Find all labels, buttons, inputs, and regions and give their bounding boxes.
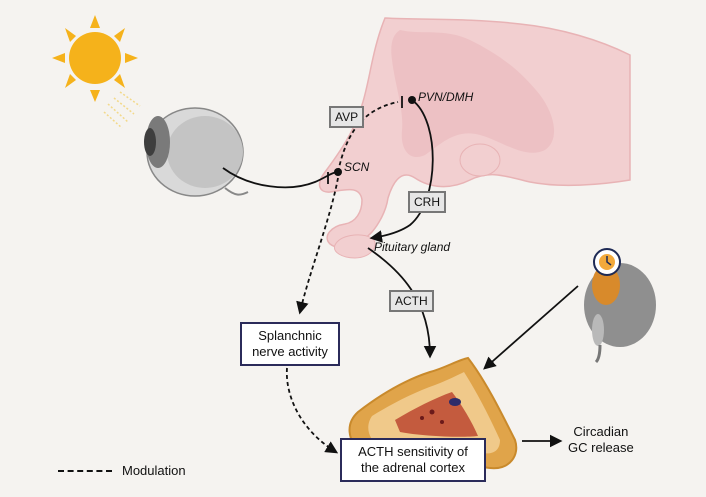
mouse-adrenal-line (483, 285, 579, 370)
scn-node (334, 168, 342, 176)
adrenal-sensitivity-box: ACTH sensitivity of the adrenal cortex (340, 438, 486, 482)
circadian-output-label: Circadian GC release (568, 424, 634, 456)
pvn-node (408, 96, 416, 104)
pituitary-label: Pituitary gland (374, 240, 451, 254)
splanchnic-nerve-box: Splanchnic nerve activity (240, 322, 340, 366)
output-line-1: Circadian (573, 424, 629, 439)
avp-tag: AVP (329, 106, 365, 128)
splanchnic-line-1: Splanchnic (258, 328, 322, 343)
avp-dashed-line (337, 101, 399, 173)
hypothalamus-shape (318, 17, 631, 259)
acth-line (367, 247, 437, 359)
pathway-lines (222, 96, 579, 454)
acth-tag: ACTH (389, 290, 434, 312)
eye-icon (144, 107, 249, 197)
sun-icon (52, 15, 141, 129)
splanchnic-line-2: nerve activity (252, 344, 328, 359)
retinal-input-line (222, 167, 339, 189)
output-line-2: GC release (568, 440, 634, 455)
crh-line (369, 99, 434, 243)
adrenal-line-2: the adrenal cortex (360, 460, 466, 475)
adrenal-line-1: ACTH sensitivity of (358, 444, 468, 459)
legend-label: Modulation (122, 463, 186, 478)
clock-icon (593, 248, 621, 276)
pvn-dmh-label: PVN/DMH (418, 90, 474, 104)
mouse-icon (584, 263, 656, 364)
scn-label: SCN (344, 160, 370, 174)
splanchnic-adrenal-dashed-line (285, 367, 339, 454)
scn-splanchnic-dashed-line (296, 177, 339, 315)
crh-tag: CRH (408, 191, 446, 213)
legend-dashed-line (58, 470, 112, 472)
